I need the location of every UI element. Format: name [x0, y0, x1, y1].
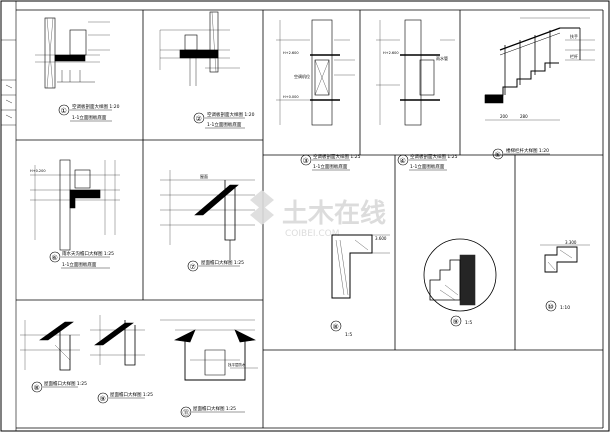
panel-11-num: ⑧ [34, 384, 40, 392]
panel-9-num: ⑨ [453, 318, 459, 326]
panel-6-sub: 1-1立面图板底面 [62, 261, 97, 268]
panel-3-label-2: H+2.600 [283, 51, 299, 55]
panel-7-num: ⑦ [190, 263, 196, 271]
panel-8-scale: 1:5 [345, 332, 352, 338]
panel-8-num: ⑧ [333, 323, 339, 331]
detail-panel-13 [160, 319, 258, 418]
panel-5-label-3: 200 [500, 114, 508, 119]
panel-1-title: 空调板剖面大样图 1:20 [72, 103, 120, 110]
panel-8-label-1: 3.600 [375, 236, 387, 241]
grid-lines [16, 9, 604, 429]
panel-3-label-1: 空调机位 [294, 73, 310, 79]
panel-3-label-3: H+0.000 [283, 95, 299, 99]
panel-13-label-1: 找平层防水 [228, 362, 246, 367]
panel-9-scale: 1:5 [465, 320, 472, 326]
panel-5-title: 楼梯栏杆大样图 1:20 [506, 147, 549, 154]
detail-panel-1 [35, 17, 112, 122]
panel-7-title: 屋面檐口大样图 1:25 [201, 259, 244, 266]
left-strip [0, 0, 17, 432]
panel-1-sub: 1-1立面图板底面 [72, 114, 107, 121]
panel-7-label-1: 屋面 [200, 173, 208, 179]
panel-3-title: 空调板剖面大样图 1:25 [313, 153, 361, 160]
panel-10-label-1: 3.300 [565, 240, 577, 245]
panel-6-label-1: H+0.200 [30, 169, 46, 173]
panel-10-num: ⑩ [548, 303, 554, 311]
panel-10-scale: 1:10 [560, 305, 570, 311]
panel-3-sub: 1-1立面图板底面 [313, 163, 348, 170]
panel-5-num: ⑤ [495, 151, 501, 159]
panel-4-label-1: 雨水管 [436, 55, 448, 61]
panel-4-num: ④ [400, 157, 406, 165]
panel-2-sub: 1-1立面图板底面 [207, 121, 242, 128]
panel-12-num: ⑨ [100, 395, 106, 403]
detail-panel-7 [160, 170, 255, 272]
panel-2-title: 空调板剖面大样图 1:20 [207, 111, 255, 118]
detail-panel-11 [20, 320, 80, 393]
detail-panel-12 [90, 315, 145, 404]
panel-12-title: 屋面檐口大样图 1:25 [110, 391, 153, 398]
watermark-main: 土木在线 [282, 199, 386, 229]
detail-panel-6 [30, 159, 120, 269]
panel-13-title: 屋面檐口大样图 1:25 [193, 405, 236, 412]
watermark: 土木在线 COIBEI.COM [250, 190, 386, 239]
panel-4-title: 空调板剖面大样图 1:25 [410, 153, 458, 160]
detail-panel-4 [376, 19, 455, 171]
panel-1-num: ① [61, 107, 67, 115]
detail-panel-10 [540, 244, 590, 312]
panel-6-title: 雨水天沟檐口大样图 1:25 [62, 250, 114, 257]
panel-6-num: ⑥ [52, 254, 58, 262]
detail-panel-3 [276, 19, 355, 171]
panel-5-label-2: 栏杆 [570, 53, 578, 59]
detail-panel-2 [159, 11, 245, 129]
panel-13-num: ⑪ [183, 409, 190, 417]
panel-3-num: ③ [303, 157, 309, 165]
panel-11-title: 屋面檐口大样图 1:25 [44, 380, 87, 387]
panel-4-label-2: H+2.600 [383, 51, 399, 55]
panel-2-num: ② [196, 115, 202, 123]
panel-4-sub: 1-1立面图板底面 [410, 163, 445, 170]
detail-panel-9 [423, 238, 497, 327]
watermark-sub: COIBEI.COM [285, 229, 340, 239]
panel-5-label-1: 扶手 [570, 33, 578, 39]
detail-panel-8 [330, 234, 390, 332]
panel-5-label-4: 280 [520, 114, 528, 119]
detail-panel-5 [484, 17, 595, 160]
